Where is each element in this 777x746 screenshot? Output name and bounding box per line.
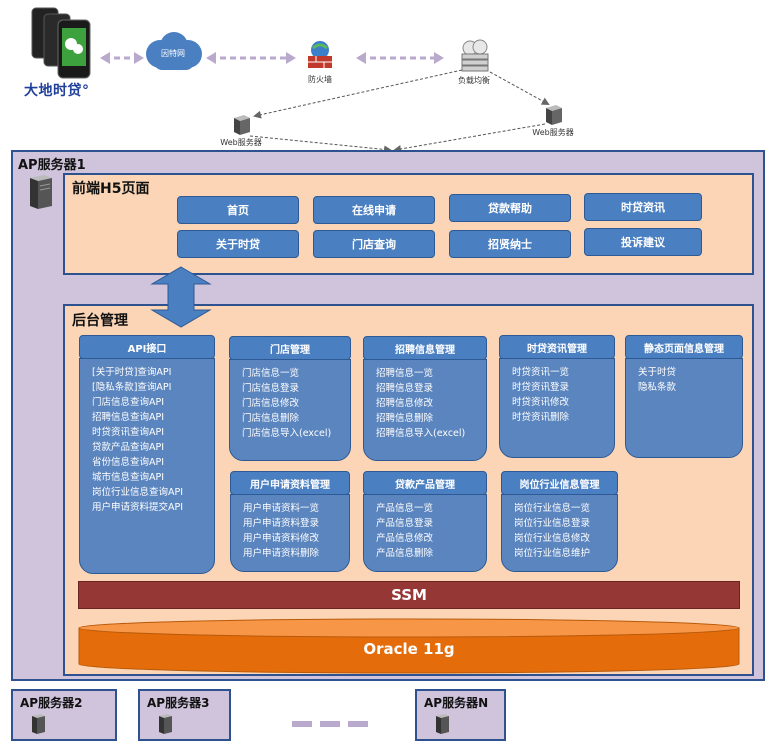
list-item: 招聘信息删除: [376, 413, 434, 424]
list-item: 岗位行业信息修改: [514, 533, 591, 544]
brand-logo-text: 大地时贷°: [24, 83, 90, 99]
list-item: 门店信息删除: [242, 413, 300, 424]
h5-button-loan-help: 贷款帮助: [449, 194, 571, 222]
h5-button-home: 首页: [177, 196, 299, 224]
server-tower-icon: [32, 714, 45, 734]
list-item: 门店信息登录: [242, 383, 300, 394]
h5-button-about: 关于时贷: [177, 230, 299, 258]
module-static-page-title: 静态页面信息管理: [625, 335, 743, 359]
list-item: 门店信息一览: [242, 368, 300, 379]
list-item: 招聘信息登录: [376, 383, 434, 394]
web-server-label-2: Web服务器: [532, 128, 574, 137]
list-item: 门店信息修改: [242, 398, 300, 409]
list-item: 时贷资讯查询API: [92, 427, 165, 438]
internet-cloud-icon: [146, 32, 202, 70]
module-industry-title: 岗位行业信息管理: [501, 471, 618, 495]
list-item: 招聘信息修改: [376, 398, 434, 409]
list-item: 用户申请资料提交API: [92, 502, 184, 513]
ap-server-2-box: [11, 689, 117, 741]
list-item: 岗位行业信息一览: [514, 503, 591, 514]
web-server-icon: [234, 115, 250, 135]
list-item: 隐私条款: [638, 382, 677, 393]
module-recruit-list: 招聘信息一览 招聘信息登录 招聘信息修改 招聘信息删除 招聘信息导入(excel…: [363, 359, 487, 461]
h5-button-news: 时贷资讯: [584, 193, 702, 221]
list-item: 省份信息查询API: [92, 457, 165, 468]
module-user-app-title: 用户申请资料管理: [230, 471, 350, 495]
list-item: 招聘信息一览: [376, 368, 434, 379]
h5-button-store: 门店查询: [313, 230, 435, 258]
module-loan-product-list: 产品信息一览 产品信息登录 产品信息修改 产品信息删除: [363, 494, 487, 572]
list-item: [隐私条款]查询API: [92, 382, 172, 393]
list-item: 产品信息一览: [376, 503, 434, 514]
list-item: 招聘信息查询API: [92, 412, 165, 423]
list-item: 时贷资讯修改: [512, 397, 570, 408]
ap-server-n-title: AP服务器N: [424, 696, 489, 710]
module-store-title: 门店管理: [229, 336, 351, 360]
network-connectors: [100, 52, 550, 154]
oracle-database-cylinder: [78, 618, 740, 674]
firewall-icon: [308, 41, 332, 68]
h5-button-apply: 在线申请: [313, 196, 435, 224]
list-item: 用户申请资料登录: [243, 518, 320, 529]
list-item: 岗位行业信息登录: [514, 518, 591, 529]
ellipsis-dashes: [292, 721, 368, 727]
web-server-icon: [546, 105, 562, 125]
list-item: 门店信息查询API: [92, 397, 165, 408]
ap-server-3-title: AP服务器3: [147, 696, 210, 710]
list-item: 产品信息登录: [376, 518, 434, 529]
frontend-h5-panel: [63, 173, 754, 275]
backend-title: 后台管理: [72, 313, 128, 329]
bidirectional-arrow-icon: [150, 266, 212, 328]
server-tower-icon: [436, 714, 449, 734]
internet-label: 因特网: [161, 49, 185, 58]
ap-server-3-box: [138, 689, 231, 741]
module-news-title: 时贷资讯管理: [499, 335, 615, 359]
list-item: 岗位行业信息查询API: [92, 487, 184, 498]
list-item: [关于时贷]查询API: [92, 367, 172, 378]
frontend-h5-title: 前端H5页面: [72, 181, 150, 197]
web-server-label-1: Web服务器: [220, 138, 262, 147]
h5-button-recruit: 招贤纳士: [449, 230, 571, 258]
list-item: 用户申请资料删除: [243, 548, 320, 559]
server-tower-icon: [159, 714, 172, 734]
list-item: 产品信息删除: [376, 548, 434, 559]
h5-button-complaint: 投诉建议: [584, 228, 702, 256]
server-tower-icon: [30, 175, 52, 209]
list-item: 招聘信息导入(excel): [376, 428, 466, 439]
list-item: 贷款产品查询API: [92, 442, 165, 453]
load-balancer-label: 负载均衡: [458, 76, 490, 85]
module-user-app-list: 用户申请资料一览 用户申请资料登录 用户申请资料修改 用户申请资料删除: [230, 494, 350, 572]
ap-server-n-box: [415, 689, 506, 741]
module-industry-list: 岗位行业信息一览 岗位行业信息登录 岗位行业信息修改 岗位行业信息维护: [501, 494, 618, 572]
module-api-list: [关于时贷]查询API [隐私条款]查询API 门店信息查询API 招聘信息查询…: [79, 358, 215, 574]
module-store-list: 门店信息一览 门店信息登录 门店信息修改 门店信息删除 门店信息导入(excel…: [229, 359, 351, 461]
list-item: 时贷资讯删除: [512, 412, 570, 423]
ap-server-2-title: AP服务器2: [20, 696, 83, 710]
list-item: 用户申请资料修改: [243, 533, 320, 544]
list-item: 用户申请资料一览: [243, 503, 320, 514]
firewall-label: 防火墙: [308, 75, 332, 84]
module-loan-product-title: 贷款产品管理: [363, 471, 487, 495]
list-item: 产品信息修改: [376, 533, 434, 544]
list-item: 城市信息查询API: [92, 472, 165, 483]
module-static-page-list: 关于时贷 隐私条款: [625, 358, 743, 458]
list-item: 岗位行业信息维护: [514, 548, 591, 559]
ssm-framework-bar: SSM: [78, 581, 740, 609]
list-item: 时贷资讯登录: [512, 382, 570, 393]
list-item: 时贷资讯一览: [512, 367, 570, 378]
module-api-title: API接口: [79, 335, 215, 359]
module-news-list: 时贷资讯一览 时贷资讯登录 时贷资讯修改 时贷资讯删除: [499, 358, 615, 458]
mobile-phones-icon: [31, 7, 91, 79]
list-item: 门店信息导入(excel): [242, 428, 332, 439]
load-balancer-icon: [461, 39, 489, 72]
list-item: 关于时贷: [638, 367, 677, 378]
ap-server-1-title: AP服务器1: [18, 158, 86, 173]
module-recruit-title: 招聘信息管理: [363, 336, 487, 360]
oracle-database-label: Oracle 11g: [363, 640, 455, 658]
